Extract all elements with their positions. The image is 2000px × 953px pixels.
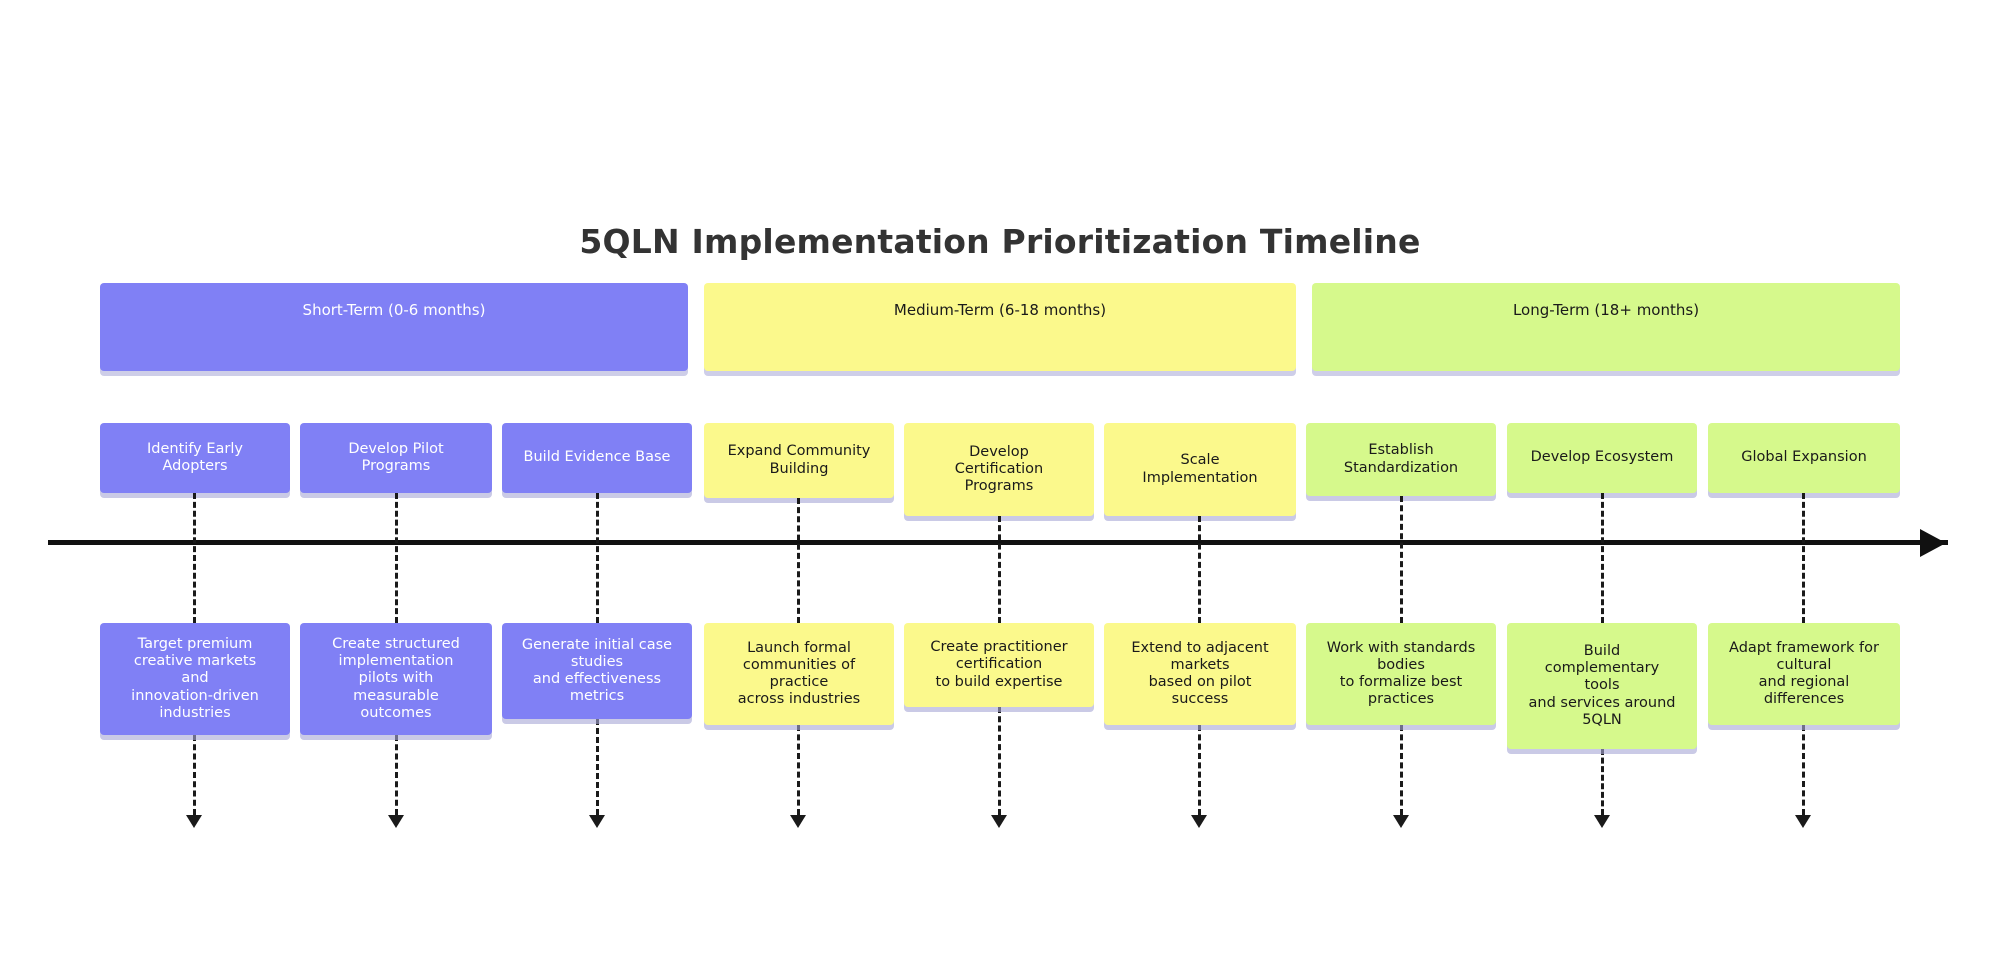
connector-detail-to-end <box>998 707 1001 815</box>
milestone-box-identify-early-adopters[interactable]: Identify Early Adopters <box>100 423 290 493</box>
detail-box-expand-community-building[interactable]: Launch formal communities of practice ac… <box>704 623 894 725</box>
milestone-box-develop-certification-programs[interactable]: Develop Certification Programs <box>904 423 1094 516</box>
phase-label-long-term: Long-Term (18+ months) <box>1512 301 1700 319</box>
connector-milestone-to-detail <box>193 493 196 623</box>
connector-milestone-to-detail <box>1601 493 1604 623</box>
connector-arrow-head <box>1594 815 1610 828</box>
page-title: 5QLN Implementation Prioritization Timel… <box>579 222 1421 261</box>
connector-detail-to-end <box>1198 725 1201 815</box>
connector-detail-to-end <box>1400 725 1403 815</box>
connector-milestone-to-detail <box>1802 493 1805 623</box>
connector-arrow-head <box>388 815 404 828</box>
phase-bar-medium-term: Medium-Term (6-18 months) <box>704 283 1296 371</box>
milestone-label: Global Expansion <box>1741 449 1867 466</box>
milestone-box-build-evidence-base[interactable]: Build Evidence Base <box>502 423 692 493</box>
detail-label: Launch formal communities of practice ac… <box>737 639 861 708</box>
milestone-box-establish-standardization[interactable]: Establish Standardization <box>1306 423 1496 496</box>
connector-arrow-head <box>1393 815 1409 828</box>
detail-label: Create practitioner certification to bui… <box>930 639 1068 690</box>
milestone-label: Identify Early Adopters <box>147 440 243 474</box>
connector-detail-to-end <box>395 735 398 815</box>
connector-milestone-to-detail <box>797 498 800 623</box>
detail-label: Target premium creative markets and inno… <box>131 636 259 721</box>
connector-milestone-to-detail <box>1400 496 1403 623</box>
connector-arrow-head <box>790 815 806 828</box>
detail-box-build-evidence-base[interactable]: Generate initial case studies and effect… <box>502 623 692 719</box>
milestone-label: Develop Certification Programs <box>954 443 1044 495</box>
connector-arrow-head <box>589 815 605 828</box>
detail-label: Extend to adjacent markets based on pilo… <box>1131 639 1269 708</box>
detail-label: Create structured implementation pilots … <box>332 636 460 721</box>
milestone-box-expand-community-building[interactable]: Expand Community Building <box>704 423 894 498</box>
connector-detail-to-end <box>1802 725 1805 815</box>
detail-box-develop-certification-programs[interactable]: Create practitioner certification to bui… <box>904 623 1094 707</box>
connector-arrow-head <box>1191 815 1207 828</box>
detail-box-develop-pilot-programs[interactable]: Create structured implementation pilots … <box>300 623 492 735</box>
milestone-label: Develop Pilot Programs <box>348 440 444 474</box>
milestone-box-develop-ecosystem[interactable]: Develop Ecosystem <box>1507 423 1697 493</box>
connector-detail-to-end <box>797 725 800 815</box>
timeline-arrow-head <box>1920 529 1946 557</box>
milestone-label: Scale Implementation <box>1142 452 1258 486</box>
milestone-label: Expand Community Building <box>727 443 871 477</box>
milestone-label: Develop Ecosystem <box>1530 449 1674 466</box>
milestone-label: Establish Standardization <box>1343 442 1459 476</box>
detail-box-develop-ecosystem[interactable]: Build complementary tools and services a… <box>1507 623 1697 749</box>
detail-label: Build complementary tools and services a… <box>1528 643 1676 728</box>
milestone-label: Build Evidence Base <box>523 449 671 466</box>
connector-milestone-to-detail <box>1198 516 1201 623</box>
connector-arrow-head <box>1795 815 1811 828</box>
connector-arrow-head <box>186 815 202 828</box>
connector-detail-to-end <box>596 719 599 815</box>
phase-bar-short-term: Short-Term (0-6 months) <box>100 283 688 371</box>
detail-box-establish-standardization[interactable]: Work with standards bodies to formalize … <box>1306 623 1496 725</box>
milestone-box-scale-implementation[interactable]: Scale Implementation <box>1104 423 1296 516</box>
detail-label: Generate initial case studies and effect… <box>521 636 673 705</box>
detail-label: Adapt framework for cultural and regiona… <box>1729 639 1879 708</box>
connector-milestone-to-detail <box>596 493 599 623</box>
connector-detail-to-end <box>193 735 196 815</box>
connector-milestone-to-detail <box>395 493 398 623</box>
milestone-box-global-expansion[interactable]: Global Expansion <box>1708 423 1900 493</box>
connector-detail-to-end <box>1601 749 1604 815</box>
phase-bar-long-term: Long-Term (18+ months) <box>1312 283 1900 371</box>
phase-label-short-term: Short-Term (0-6 months) <box>302 301 486 319</box>
milestone-box-develop-pilot-programs[interactable]: Develop Pilot Programs <box>300 423 492 493</box>
connector-milestone-to-detail <box>998 516 1001 623</box>
detail-box-identify-early-adopters[interactable]: Target premium creative markets and inno… <box>100 623 290 735</box>
detail-box-scale-implementation[interactable]: Extend to adjacent markets based on pilo… <box>1104 623 1296 725</box>
detail-box-global-expansion[interactable]: Adapt framework for cultural and regiona… <box>1708 623 1900 725</box>
phase-label-medium-term: Medium-Term (6-18 months) <box>893 301 1107 319</box>
connector-arrow-head <box>991 815 1007 828</box>
detail-label: Work with standards bodies to formalize … <box>1326 639 1476 708</box>
